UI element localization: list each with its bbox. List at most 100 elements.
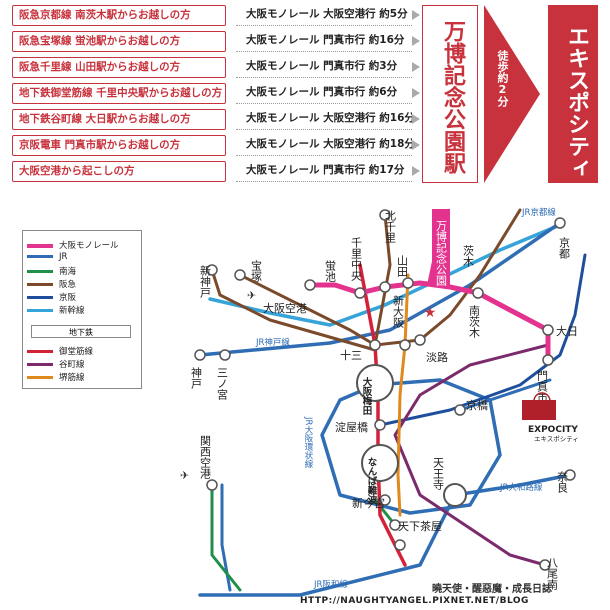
route-ride: 大阪モノレール 大阪空港行 約18分 (236, 135, 412, 156)
route-ride: 大阪モノレール 大阪空港行 約16分 (236, 109, 412, 130)
station-dot (206, 264, 218, 276)
station-kyobashi: 京橋 (466, 398, 488, 412)
station-dot (219, 349, 231, 361)
legend-item: 堺筋線 (27, 371, 85, 383)
station-dot (379, 494, 391, 506)
route-ride: 大阪モノレール 門真市行 約6分 (236, 83, 412, 104)
expocity-logo: EXPOCITY エキスポシティ (522, 392, 579, 443)
expocity-logo-text: EXPOCITY (528, 425, 578, 435)
legend-item: 谷町線 (27, 358, 85, 370)
route-origin: 阪急京都線 南茨木駅からお越しの方 (12, 5, 226, 26)
station-dot (554, 217, 566, 229)
walk-time-label: 徒歩約2分 (496, 50, 509, 107)
station-dainichi: 大日 (556, 324, 578, 338)
legend-item: 御堂筋線 (27, 345, 93, 357)
route-ride: 大阪モノレール 門真市行 約3分 (236, 57, 412, 78)
station-tennoji: 天王寺 (432, 457, 445, 490)
star-icon: ★ (424, 305, 437, 321)
hankyu-line (210, 208, 522, 352)
arrow-right-icon (412, 62, 420, 72)
destination-station-box: 万博記念公園駅 (422, 5, 478, 183)
legend-item: 新幹線 (27, 304, 85, 316)
station-dot (542, 354, 554, 366)
station-dot (454, 404, 466, 416)
arrow-right-icon (412, 166, 420, 176)
station-dot (379, 209, 391, 221)
station-kobe: 神戸 (190, 366, 203, 390)
station-hotarugaike: 蛍池 (324, 259, 337, 282)
station-nara: 奈良 (556, 470, 569, 494)
route-origin: 阪急宝塚線 蛍池駅からお越しの方 (12, 31, 226, 52)
route-origin: 地下鉄谷町線 大日駅からお越しの方 (12, 109, 226, 130)
station-kadoma: 門真市 (536, 370, 549, 404)
station-shin-imamiya: 新今宮 (352, 496, 385, 510)
station-hub-umeda (356, 364, 394, 402)
station-namba: なんば難波 (366, 457, 379, 505)
station-minami-ibaraki: 南茨木 (468, 305, 481, 339)
station-sannomiya: 三ノ宮 (216, 367, 229, 401)
legend-subway-header: 地下鉄 (31, 325, 131, 338)
watermark-url: HTTP://NAUGHTYANGEL.PIXNET.NET/BLOG (300, 596, 529, 606)
station-juso: 十三 (340, 348, 362, 362)
arrow-right-icon (412, 88, 420, 98)
shinkansen-line (208, 223, 562, 327)
station-dot (389, 519, 401, 531)
station-yao-minami: 八尾南 (546, 557, 559, 590)
airplane-icon: ✈ (247, 289, 256, 302)
line-label-jr-kobe: JR神戸線 (255, 337, 290, 348)
route-ride: 大阪モノレール 門真市行 約17分 (236, 161, 412, 182)
station-dot (354, 287, 366, 299)
jr-katamachi-line (458, 378, 552, 412)
station-umeda: 大阪梅田 (361, 376, 373, 416)
route-origin: 京阪電車 門真市駅からお越しの方 (12, 135, 226, 156)
legend-item: JR (27, 252, 67, 262)
station-awaji: 淡路 (426, 351, 448, 364)
station-takarazuka: 宝塚 (250, 259, 263, 282)
station-tengachaya: 天下茶屋 (398, 520, 442, 533)
station-ibaraki: 茨木 (462, 244, 475, 268)
railway-map: 万博記念公園 ★ 北千里 千里中央 山田 蛍池 (180, 207, 587, 597)
station-yamada: 山田 (396, 255, 409, 277)
station-dot (564, 469, 576, 481)
final-destination-label: エキスポシティ (564, 25, 589, 179)
jr-hanwa-line (198, 493, 457, 597)
route-origin: 阪急千里線 山田駅からお越しの方 (12, 57, 226, 78)
legend-item: 阪急 (27, 278, 76, 290)
station-dot (402, 277, 414, 289)
destination-station-label: 万博記念公園駅 (440, 20, 465, 174)
station-banpaku: 万博記念公園 (435, 220, 448, 287)
tanimachi-line (393, 343, 550, 567)
station-dot (206, 479, 218, 491)
station-dot (304, 279, 316, 291)
route-ride: 大阪モノレール 大阪空港行 約5分 (236, 5, 412, 26)
station-osaka-airport: 大阪空港 (263, 301, 307, 315)
legend-item: 大阪モノレール (27, 239, 119, 251)
route-origin: 地下鉄御堂筋線 千里中央駅からお越しの方 (12, 83, 226, 104)
line-label-jr-osaka-loop: JR大阪環状線 (303, 416, 313, 468)
airplane-icon: ✈ (180, 469, 189, 482)
station-dot (194, 349, 206, 361)
station-dot (542, 324, 554, 336)
route-ride: 大阪モノレール 門真市行 約16分 (236, 31, 412, 52)
route-origin: 大阪空港から起こしの方 (12, 161, 226, 182)
station-kitasenri: 北千里 (384, 210, 397, 243)
station-dot (379, 281, 391, 293)
station-hub-namba (361, 444, 399, 482)
arrow-right-icon (412, 36, 420, 46)
station-dot (369, 339, 381, 351)
arrow-right-icon (412, 10, 420, 20)
station-dot (472, 287, 484, 299)
expocity-logo-sub: エキスポシティ (534, 435, 579, 443)
line-label-jr-yamatoji: JR大和路線 (499, 482, 543, 493)
arrow-right-icon (412, 114, 420, 124)
station-dot (399, 339, 411, 351)
station-dot (414, 334, 426, 346)
station-kansai-airport: 関西空港 (199, 435, 212, 479)
legend-item: 南海 (27, 265, 76, 277)
walk-arrow (484, 5, 540, 183)
station-senri-chuo: 千里中央 (350, 237, 363, 282)
arrow-right-icon (412, 140, 420, 150)
station-hub-tennoji (443, 483, 467, 507)
station-dot (234, 269, 246, 281)
line-label-jr-kyoto: JR京都線 (521, 207, 556, 218)
